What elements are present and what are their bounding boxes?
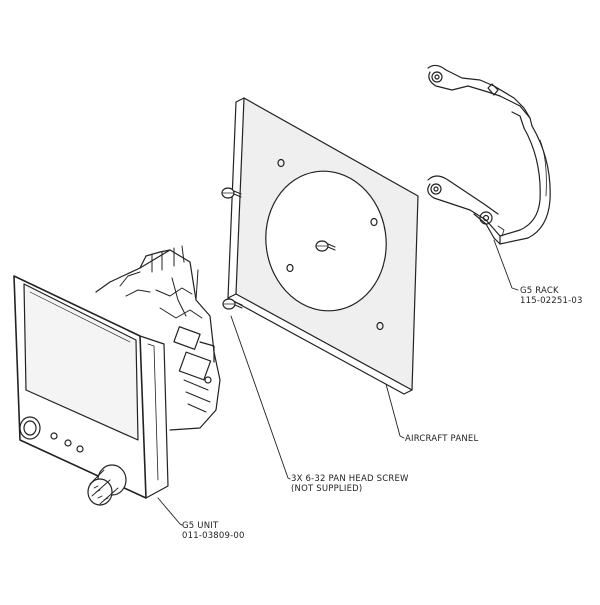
callout-screws-note: (NOT SUPPLIED) [291,484,363,494]
leader-screw [230,315,291,480]
screw-center [315,240,336,252]
callout-g5-unit-part-number: 011-03809-00 [182,531,245,541]
callout-g5-rack: G5 RACK 115-02251-03 [520,286,583,306]
callout-g5-rack-part-number: 115-02251-03 [520,296,583,306]
callout-aircraft-panel: AIRCRAFT PANEL [405,434,478,444]
g5-rack [427,64,551,245]
leader-unit [157,497,183,526]
callout-g5-unit-name: G5 UNIT [182,521,219,531]
callout-screws: 3X 6-32 PAN HEAD SCREW (NOT SUPPLIED) [291,474,409,494]
callout-g5-unit: G5 UNIT 011-03809-00 [182,521,245,541]
callout-screws-name: 3X 6-32 PAN HEAD SCREW [291,474,409,484]
screw-bottom-left [222,298,243,310]
callout-aircraft-panel-name: AIRCRAFT PANEL [405,434,479,444]
callout-g5-rack-name: G5 RACK [520,286,559,296]
leader-rack [493,239,519,291]
leader-lines [157,239,519,526]
leader-panel [385,383,405,439]
g5-unit [13,245,221,506]
screw-top-left [221,187,242,199]
